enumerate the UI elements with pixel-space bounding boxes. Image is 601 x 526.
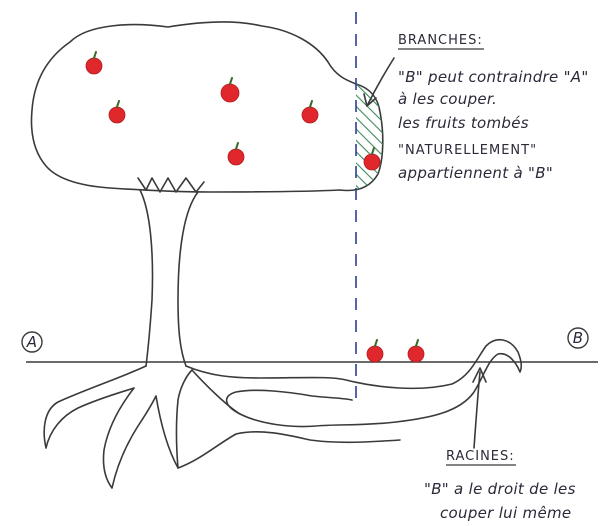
branches-note-line-4: "NATURELLEMENT" bbox=[398, 143, 537, 158]
branches-note-line-5: appartiennent à "B" bbox=[398, 164, 553, 182]
tree-canopy bbox=[32, 22, 383, 192]
roots-left bbox=[44, 366, 192, 488]
apple bbox=[302, 101, 318, 123]
label-b: B bbox=[573, 329, 584, 347]
apple bbox=[109, 101, 125, 123]
fallen-apple bbox=[408, 340, 424, 362]
tree-trunk-right bbox=[178, 192, 198, 366]
branches-arrow bbox=[368, 58, 394, 104]
branches-note-line-2: à les couper. bbox=[398, 90, 497, 108]
apple bbox=[221, 78, 239, 102]
branches-note-line-1: "B" peut contraindre "A" bbox=[398, 68, 589, 86]
branches-note-line-3: les fruits tombés bbox=[398, 114, 529, 132]
fallen-apple bbox=[367, 340, 383, 362]
roots-right-long bbox=[186, 340, 521, 427]
branches-note-title: BRANCHES: bbox=[398, 33, 483, 48]
tree-trunk bbox=[140, 190, 153, 366]
apple bbox=[228, 143, 244, 165]
overhanging-branches-hatched bbox=[32, 22, 383, 192]
roots-note-line-1: "B" a le droit de les bbox=[424, 480, 576, 498]
roots-arrow bbox=[474, 372, 480, 448]
label-a-circle: A bbox=[22, 332, 42, 352]
roots-note-title: RACINES: bbox=[446, 449, 515, 464]
roots-note-line-2: couper lui même bbox=[440, 504, 571, 522]
label-a: A bbox=[26, 333, 38, 351]
apple bbox=[86, 52, 102, 74]
label-b-circle: B bbox=[568, 328, 588, 348]
